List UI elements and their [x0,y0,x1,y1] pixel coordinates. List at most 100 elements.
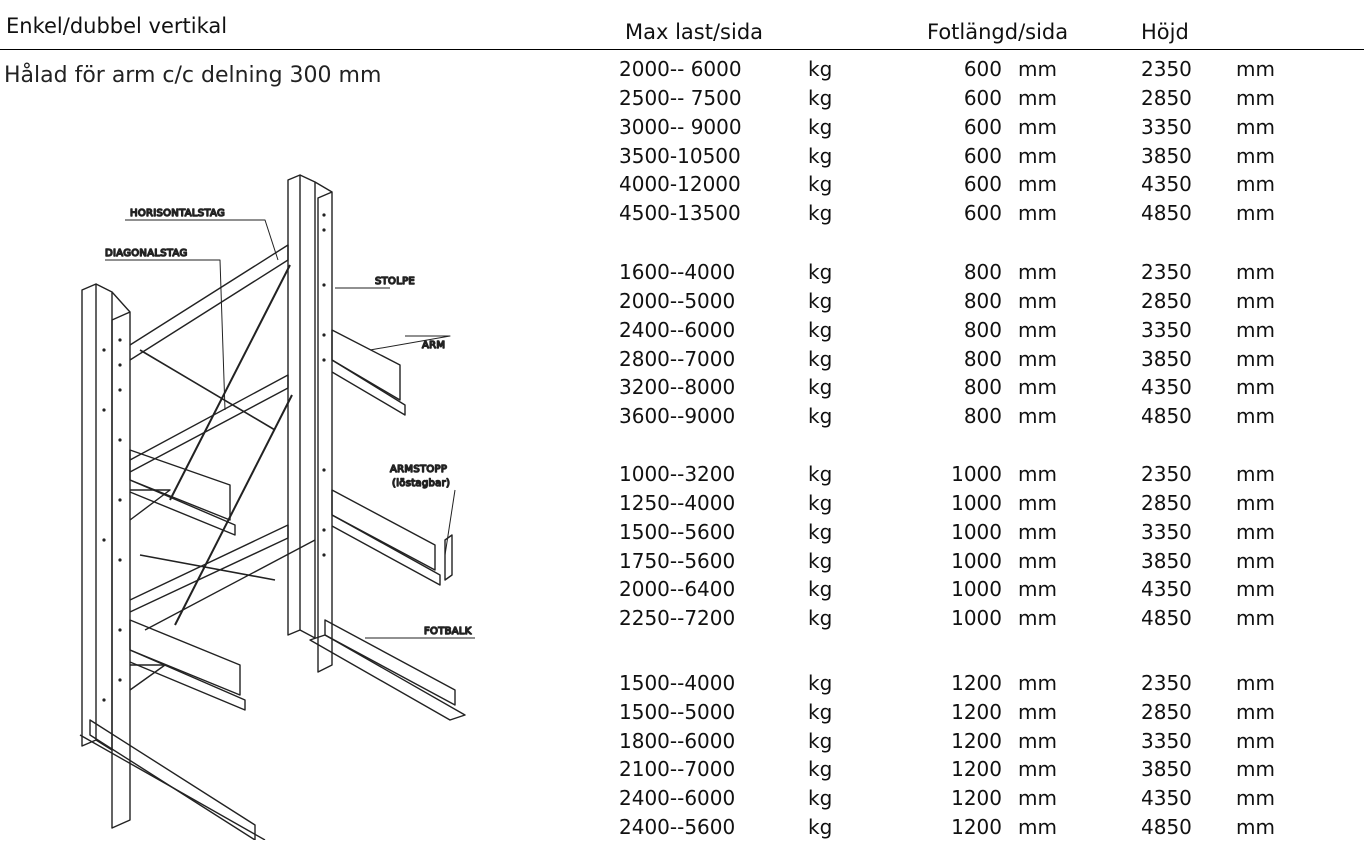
unit-mm-cell: mm [1018,671,1057,695]
foot-length-cell: 600 [963,144,1002,168]
max-load-cell: 3600--9000 [619,404,736,428]
unit-kg-cell: kg [808,462,833,486]
unit-mm-cell: mm [1018,347,1057,371]
unit-kg-cell: kg [808,201,833,225]
foot-length-cell: 600 [963,172,1002,196]
label-horisontalstag: HORISONTALSTAG [130,208,225,219]
base-beam-front-flange [79,734,266,841]
unit-mm-cell: mm [1018,491,1057,515]
foot-length-cell: 1000 [951,606,1002,630]
unit-mm-cell: mm [1018,57,1057,81]
unit-mm-cell: mm [1018,700,1057,724]
height-cell: 3850 [1141,144,1192,168]
back-arm-1 [331,329,401,401]
unit-mm-cell: mm [1018,462,1057,486]
foot-length-cell: 1200 [951,786,1002,810]
foot-length-cell: 1200 [951,757,1002,781]
height-cell: 3350 [1141,729,1192,753]
unit-kg-cell: kg [808,289,833,313]
unit-mm-cell: mm [1236,577,1275,601]
unit-kg-cell: kg [808,144,833,168]
unit-mm-cell: mm [1018,520,1057,544]
unit-kg-cell: kg [808,260,833,284]
height-cell: 3350 [1141,115,1192,139]
label-armstopp: ARMSTOPP [390,464,447,475]
unit-kg-cell: kg [808,491,833,515]
unit-kg-cell: kg [808,172,833,196]
max-load-cell: 2000-- 6000 [619,57,742,81]
unit-mm-cell: mm [1236,172,1275,196]
unit-mm-cell: mm [1018,606,1057,630]
height-cell: 3850 [1141,757,1192,781]
unit-mm-cell: mm [1236,260,1275,284]
unit-kg-cell: kg [808,375,833,399]
unit-mm-cell: mm [1018,289,1057,313]
base-beam-back [324,619,456,706]
max-load-cell: 2400--6000 [619,318,736,342]
unit-mm-cell: mm [1236,115,1275,139]
label-stolpe: STOLPE [375,276,415,287]
max-load-cell: 1800--6000 [619,729,736,753]
max-load-cell: 2250--7200 [619,606,736,630]
unit-kg-cell: kg [808,606,833,630]
max-load-cell: 3000-- 9000 [619,115,742,139]
height-cell: 2850 [1141,289,1192,313]
unit-mm-cell: mm [1018,757,1057,781]
diagonal-brace [169,264,291,501]
foot-length-cell: 800 [963,404,1002,428]
foot-length-cell: 800 [963,260,1002,284]
page-title: Enkel/dubbel vertikal [6,14,228,38]
header-foot-length: Fotlängd/sida [927,20,1069,44]
foot-length-cell: 1200 [951,671,1002,695]
back-arm-2 [331,489,436,571]
max-load-cell: 2100--7000 [619,757,736,781]
foot-length-cell: 1000 [951,577,1002,601]
unit-mm-cell: mm [1018,115,1057,139]
unit-kg-cell: kg [808,404,833,428]
unit-mm-cell: mm [1018,375,1057,399]
unit-mm-cell: mm [1236,375,1275,399]
unit-mm-cell: mm [1018,144,1057,168]
unit-mm-cell: mm [1236,404,1275,428]
unit-mm-cell: mm [1018,260,1057,284]
unit-mm-cell: mm [1018,549,1057,573]
unit-mm-cell: mm [1236,671,1275,695]
foot-length-cell: 800 [963,375,1002,399]
height-cell: 4350 [1141,375,1192,399]
unit-kg-cell: kg [808,549,833,573]
foot-length-cell: 600 [963,201,1002,225]
label-diagonalstag: DIAGONALSTAG [105,248,188,259]
max-load-cell: 2500-- 7500 [619,86,742,110]
header-max-load: Max last/sida [625,20,764,44]
unit-mm-cell: mm [1236,144,1275,168]
height-cell: 4850 [1141,201,1192,225]
max-load-cell: 1500--5000 [619,700,736,724]
unit-kg-cell: kg [808,520,833,544]
unit-mm-cell: mm [1236,318,1275,342]
max-load-cell: 1600--4000 [619,260,736,284]
max-load-cell: 2000--5000 [619,289,736,313]
height-cell: 4850 [1141,606,1192,630]
unit-mm-cell: mm [1236,815,1275,839]
unit-mm-cell: mm [1236,201,1275,225]
height-cell: 3350 [1141,520,1192,544]
foot-length-cell: 1000 [951,549,1002,573]
foot-length-cell: 600 [963,115,1002,139]
max-load-cell: 1750--5600 [619,549,736,573]
label-arm: ARM [422,340,445,351]
foot-length-cell: 800 [963,318,1002,342]
unit-mm-cell: mm [1018,404,1057,428]
